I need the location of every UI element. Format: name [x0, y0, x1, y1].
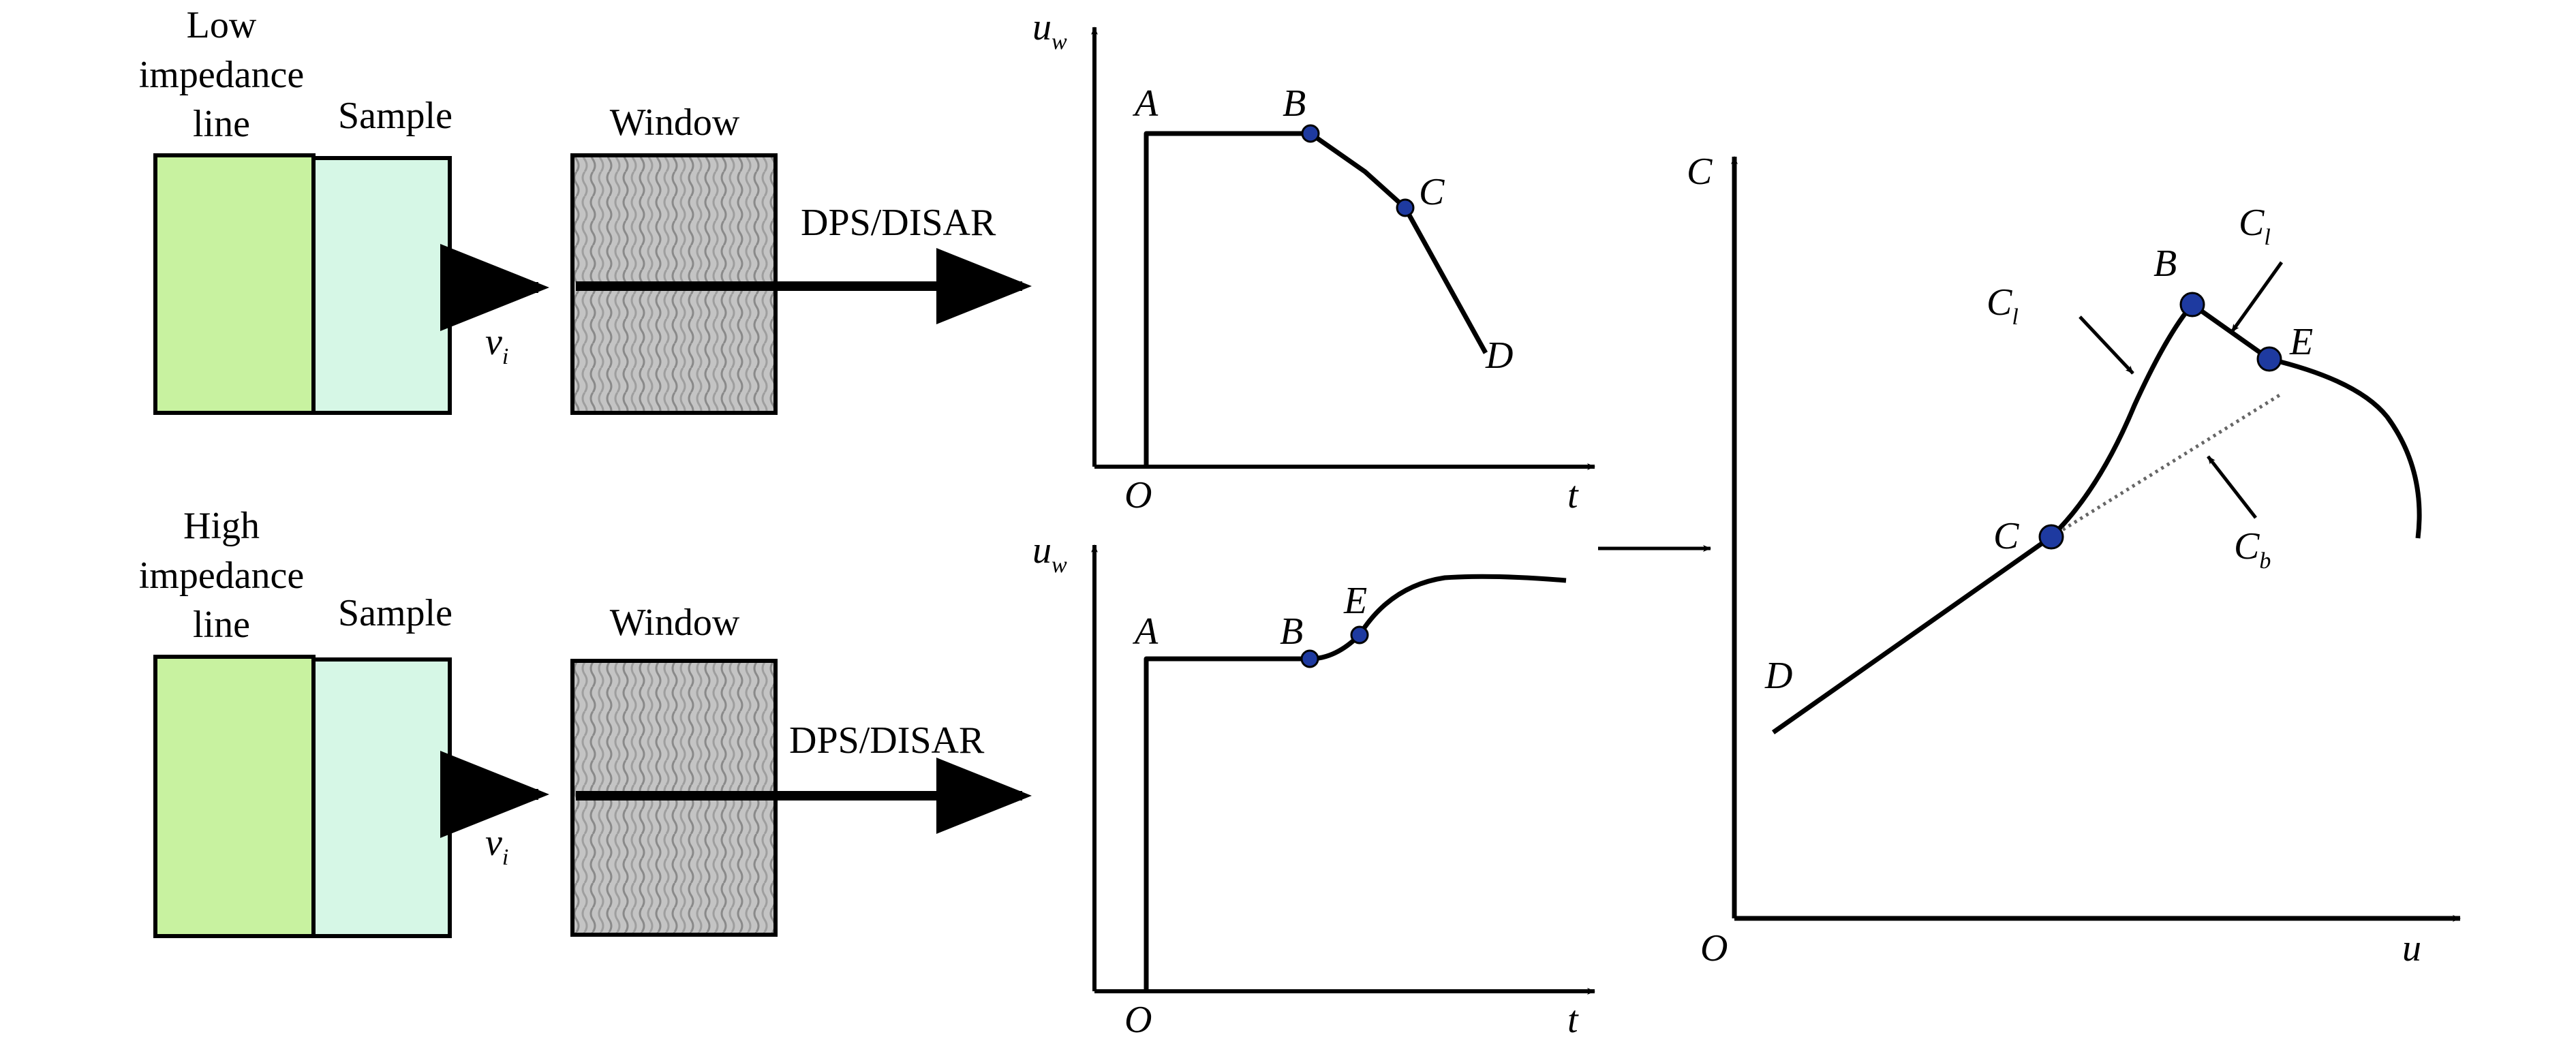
right-plot-c1-right-arrow [2230, 261, 2284, 333]
right-plot-origin: O [1700, 927, 1728, 969]
right-plot-cb-arrow [2207, 455, 2257, 519]
right-plot-point-c [2038, 524, 2064, 550]
top-sample-label: Sample [338, 95, 453, 137]
top-setup: Low impedance line Sample vi Window DPS/… [139, 4, 1032, 415]
right-plot-label-c: C [1993, 515, 2019, 557]
top-window-label: Window [610, 102, 740, 144]
top-plot-x-label: t [1567, 474, 1579, 516]
top-plot-origin: O [1124, 474, 1152, 516]
bottom-plot-point-b [1300, 649, 1319, 668]
right-plot-cb-label: Cb [2234, 525, 2271, 574]
right-plot-bulk-extrapolation [2050, 393, 2281, 539]
bottom-line-label-3: line [193, 604, 250, 646]
bottom-plot-x-label: t [1567, 999, 1579, 1041]
bottom-probe-label: DPS/DISAR [789, 719, 985, 762]
right-plot-label-b: B [2153, 243, 2177, 285]
top-plot-label-a: A [1132, 82, 1159, 125]
bottom-plot-point-e [1350, 625, 1369, 644]
right-plot-y-label: C [1687, 151, 1713, 193]
right-plot-x-label: u [2402, 927, 2421, 969]
bottom-window-label: Window [610, 602, 740, 644]
top-plot-label-d: D [1485, 335, 1513, 377]
bottom-plot-label-b: B [1280, 610, 1303, 653]
bottom-plot-curve [1144, 574, 1567, 991]
right-plot-c1-left-arrow [2079, 315, 2134, 375]
bottom-velocity-label: vi [485, 822, 508, 870]
top-plot-label-b: B [1283, 82, 1306, 125]
top-velocity-label: vi [485, 321, 508, 369]
top-impedance-line-block [153, 153, 316, 415]
bottom-setup: High impedance line Sample vi Window DPS… [139, 505, 1032, 938]
bottom-plot-origin: O [1124, 999, 1152, 1041]
bottom-impedance-line-block [153, 655, 316, 938]
top-line-label-1: Low [187, 4, 257, 46]
top-plot-point-b [1301, 124, 1320, 143]
top-line-label-2: impedance [139, 54, 305, 96]
top-plot-curve [1144, 131, 1488, 467]
bottom-sample-label: Sample [338, 592, 453, 634]
bottom-line-label-2: impedance [139, 555, 305, 597]
top-plot-y-label: uw [1032, 6, 1067, 55]
bottom-plot-y-label: uw [1032, 529, 1067, 578]
right-plot-c1-right-label: Cl [2239, 202, 2271, 250]
right-plot-label-d: D [1764, 655, 1792, 697]
right-plot-c1-left-label: Cl [1987, 281, 2019, 330]
bottom-plot-label-e: E [1343, 580, 1367, 622]
top-plot-label-c: C [1419, 171, 1445, 213]
right-plot-point-b [2179, 292, 2205, 317]
bottom-velocity-history-plot: uw t O A B E [1032, 529, 1595, 1041]
bottom-plot-label-a: A [1132, 610, 1159, 653]
top-plot-point-c [1396, 198, 1415, 217]
top-probe-label: DPS/DISAR [801, 202, 996, 244]
bottom-line-label-1: High [183, 505, 260, 547]
top-line-label-3: line [193, 103, 250, 145]
right-plot-label-e: E [2289, 321, 2313, 363]
bottom-sample-block [311, 657, 452, 938]
right-plot-point-e [2256, 346, 2282, 372]
top-sample-block [311, 156, 452, 415]
sound-speed-plot: C u O D C B E Cl Cl Cb [1687, 151, 2461, 969]
right-plot-curve [1771, 302, 2422, 734]
top-velocity-history-plot: uw t O A B C D [1032, 6, 1595, 516]
